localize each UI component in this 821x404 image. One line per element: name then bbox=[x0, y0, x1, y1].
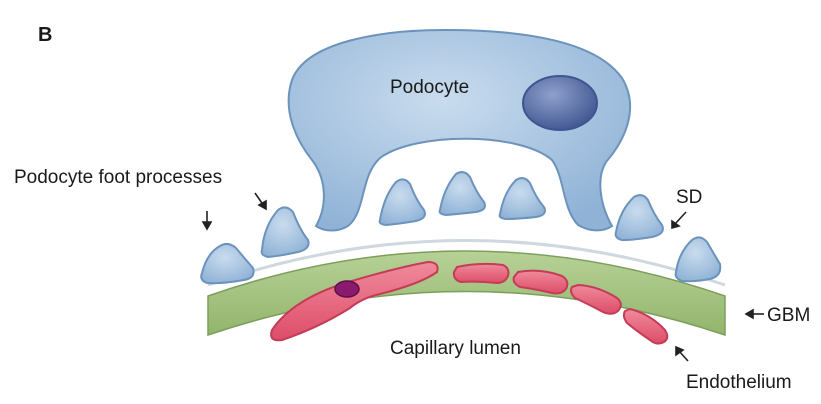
label-capillary-lumen: Capillary lumen bbox=[390, 338, 521, 359]
panel-label: B bbox=[38, 24, 52, 46]
podocyte-nucleus bbox=[523, 76, 597, 130]
arrow-sd bbox=[675, 212, 686, 224]
label-endothelium: Endothelium bbox=[686, 372, 792, 393]
foot-process bbox=[201, 244, 253, 283]
label-sd: SD bbox=[676, 187, 702, 208]
endothelial-cell bbox=[454, 264, 509, 283]
label-gbm: GBM bbox=[767, 305, 810, 326]
label-podocyte: Podocyte bbox=[390, 77, 469, 98]
foot-process bbox=[262, 207, 309, 257]
foot-process bbox=[616, 195, 663, 240]
foot-process bbox=[676, 237, 721, 281]
foot-process bbox=[500, 178, 545, 219]
endothelial-nucleus bbox=[335, 281, 359, 297]
foot-process bbox=[440, 172, 485, 215]
foot-process bbox=[380, 179, 425, 225]
label-foot-processes: Podocyte foot processes bbox=[14, 167, 222, 188]
